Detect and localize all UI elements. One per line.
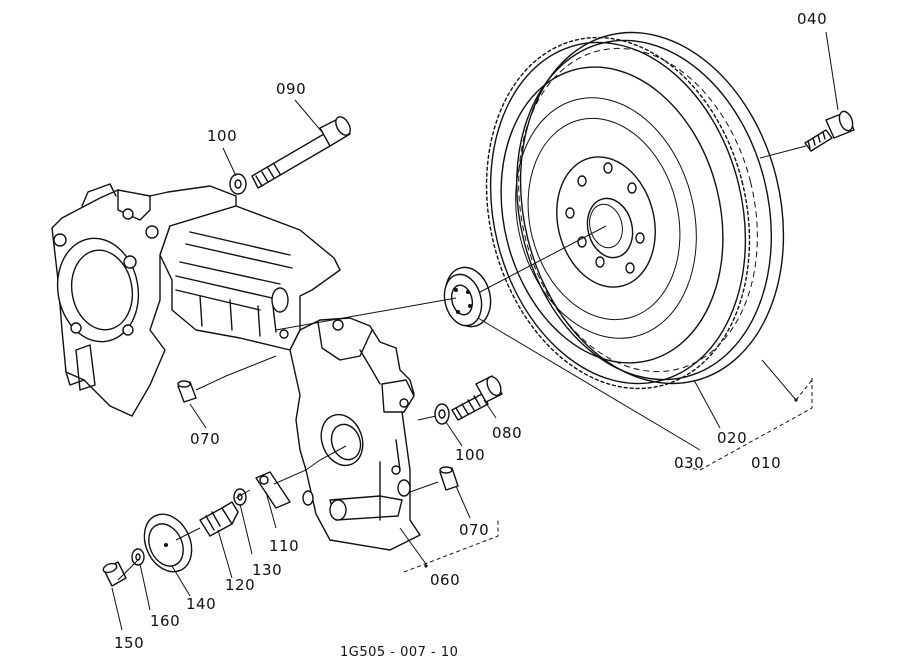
washer-100-lower[interactable] xyxy=(434,403,450,425)
label-110: 110 xyxy=(269,537,299,555)
drawing-code: 1G505 - 007 - 10 xyxy=(340,645,458,660)
washer-100-upper[interactable] xyxy=(229,173,247,195)
label-130: 130 xyxy=(252,561,282,579)
label-070-right: 070 xyxy=(459,521,489,539)
bolt-090[interactable] xyxy=(251,114,353,189)
label-060: 060 xyxy=(430,571,460,589)
label-100-lower: 100 xyxy=(455,446,485,464)
cap-nut-150[interactable] xyxy=(102,561,127,587)
washer-160[interactable] xyxy=(131,548,145,566)
fitting-120[interactable] xyxy=(199,501,239,537)
label-030: 030 xyxy=(674,454,704,472)
label-100-upper: 100 xyxy=(207,127,237,145)
label-070-left: 070 xyxy=(190,430,220,448)
label-160: 160 xyxy=(150,612,180,630)
label-120: 120 xyxy=(225,576,255,594)
gasket-110[interactable] xyxy=(255,471,291,509)
washer-130[interactable] xyxy=(233,488,247,506)
pilot-bearing-030[interactable] xyxy=(439,263,496,332)
dowel-pin-070-right[interactable] xyxy=(439,466,459,491)
dowel-pin-070-left[interactable] xyxy=(177,380,197,403)
gear-case-housing[interactable] xyxy=(50,183,421,551)
leader-lines xyxy=(111,31,839,631)
label-020: 020 xyxy=(717,429,747,447)
bolt-080[interactable] xyxy=(451,374,504,421)
label-010: 010 xyxy=(751,454,781,472)
label-140: 140 xyxy=(186,595,216,613)
label-040: 040 xyxy=(797,10,827,28)
cover-plate-140[interactable] xyxy=(135,507,200,580)
label-150: 150 xyxy=(114,634,144,652)
label-090: 090 xyxy=(276,80,306,98)
flywheel-bolt-040[interactable] xyxy=(804,110,855,152)
flywheel-020[interactable] xyxy=(451,4,820,416)
label-080: 080 xyxy=(492,424,522,442)
